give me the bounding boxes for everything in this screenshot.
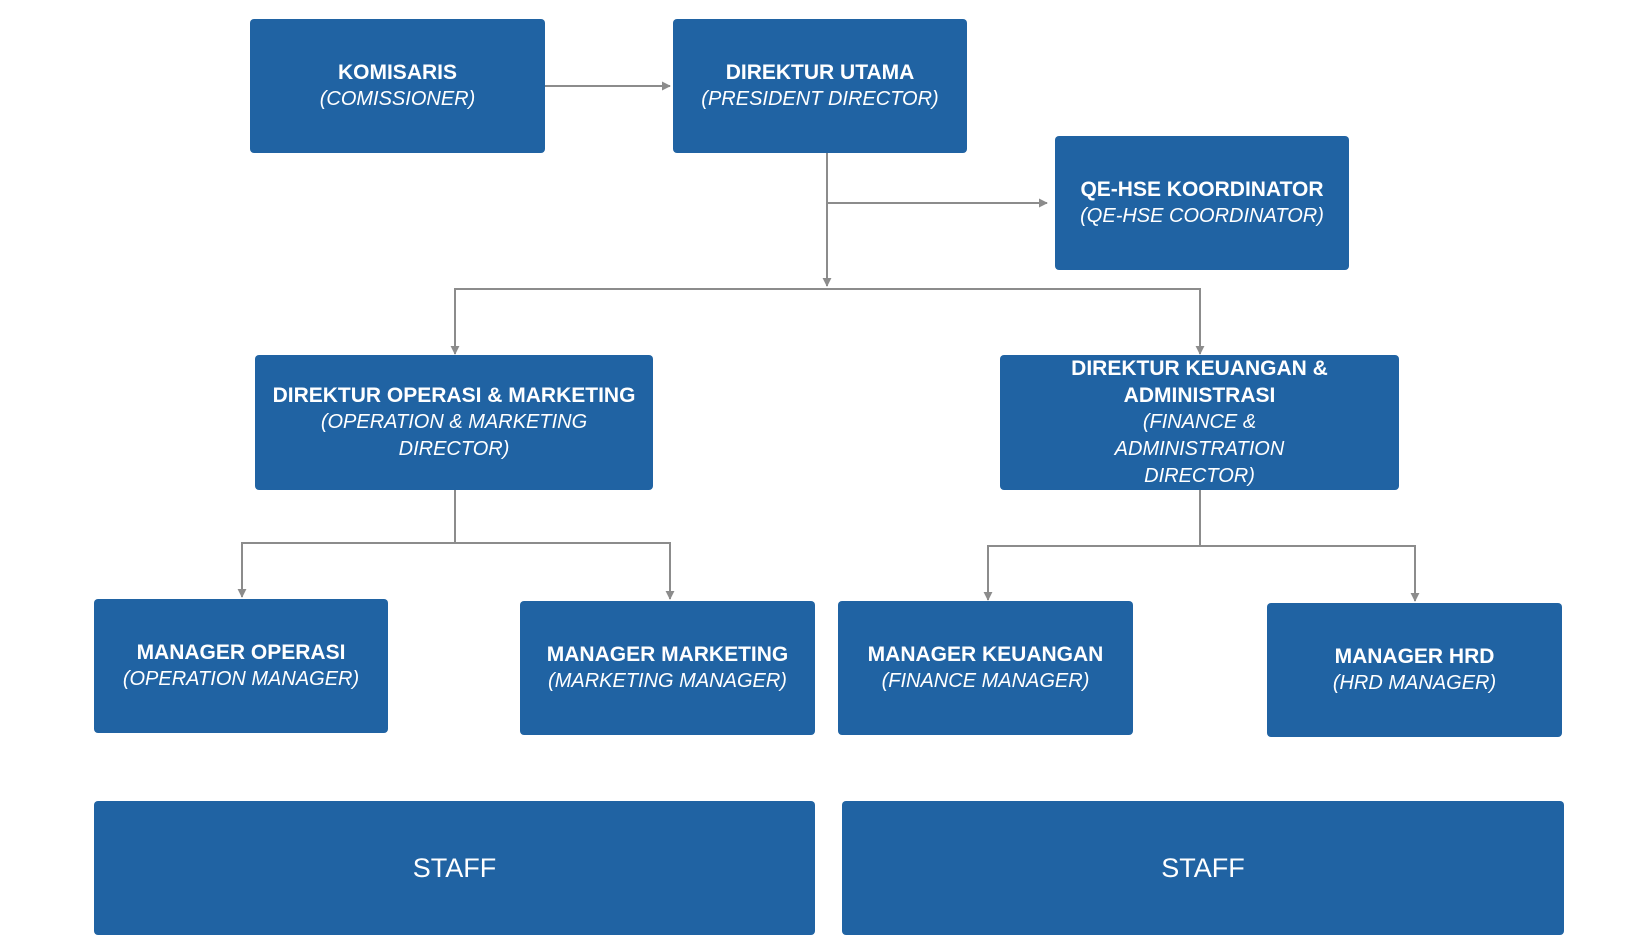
staff-left-box: STAFF <box>94 801 815 935</box>
commissioner-box: KOMISARIS (COMISSIONER) <box>250 19 545 153</box>
hrd-manager-subtitle: (HRD MANAGER) <box>1332 672 1497 694</box>
connector-to-finance-director <box>827 288 1205 355</box>
president-director-subtitle: (PRESIDENT DIRECTOR) <box>701 88 939 110</box>
finance-manager-title: MANAGER KEUANGAN <box>867 643 1104 666</box>
finance-admin-director-title: DIREKTUR KEUANGAN & ADMINISTRASI <box>1071 357 1328 407</box>
operation-manager-subtitle: (OPERATION MANAGER) <box>122 668 360 690</box>
marketing-manager-title: MANAGER MARKETING <box>546 643 789 666</box>
operation-manager-box: MANAGER OPERASI (OPERATION MANAGER) <box>94 599 388 733</box>
connector-to-hrd-manager <box>1200 545 1420 602</box>
operation-marketing-director-subtitle: (OPERATION & MARKETING DIRECTOR) <box>320 411 588 460</box>
operation-marketing-director-box: DIREKTUR OPERASI & MARKETING (OPERATION … <box>255 355 653 490</box>
operation-manager-title: MANAGER OPERASI <box>136 641 346 664</box>
finance-manager-subtitle: (FINANCE MANAGER) <box>881 670 1090 692</box>
connector-to-finance-manager <box>983 545 1200 601</box>
finance-manager-box: MANAGER KEUANGAN (FINANCE MANAGER) <box>838 601 1133 735</box>
staff-right-label: STAFF <box>1161 852 1245 883</box>
qehse-coordinator-subtitle: (QE-HSE COORDINATOR) <box>1080 205 1324 227</box>
connector-to-operation-manager <box>237 542 455 598</box>
commissioner-subtitle: (COMISSIONER) <box>319 88 476 110</box>
marketing-manager-box: MANAGER MARKETING (MARKETING MANAGER) <box>520 601 815 735</box>
hrd-manager-box: MANAGER HRD (HRD MANAGER) <box>1267 603 1562 737</box>
staff-left-label: STAFF <box>412 852 497 883</box>
connector-to-operation-director <box>450 288 827 355</box>
connector-to-marketing-manager <box>455 542 675 600</box>
operation-marketing-director-title: DIREKTUR OPERASI & MARKETING <box>272 384 636 407</box>
qehse-coordinator-box: QE-HSE KOORDINATOR (QE-HSE COORDINATOR) <box>1055 136 1349 270</box>
finance-admin-director-box: DIREKTUR KEUANGAN & ADMINISTRASI (FINANC… <box>1000 355 1399 490</box>
president-director-title: DIREKTUR UTAMA <box>725 61 915 84</box>
marketing-manager-subtitle: (MARKETING MANAGER) <box>548 670 787 692</box>
hrd-manager-title: MANAGER HRD <box>1334 645 1495 668</box>
qehse-coordinator-title: QE-HSE KOORDINATOR <box>1080 178 1324 201</box>
commissioner-title: KOMISARIS <box>337 61 457 84</box>
president-director-box: DIREKTUR UTAMA (PRESIDENT DIRECTOR) <box>673 19 967 153</box>
staff-right-box: STAFF <box>842 801 1564 935</box>
finance-admin-director-subtitle: (FINANCE & ADMINISTRATION DIRECTOR) <box>1114 411 1285 487</box>
